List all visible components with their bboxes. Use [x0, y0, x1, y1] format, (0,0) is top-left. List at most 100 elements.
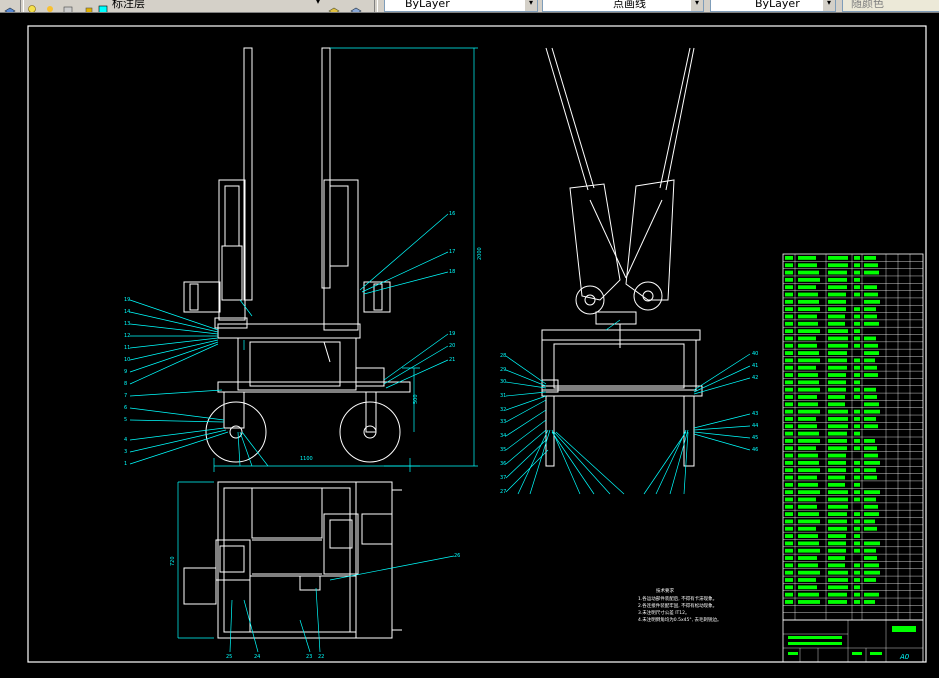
parts-list-cell-text [785, 343, 793, 348]
parts-list-cell-text [854, 358, 860, 363]
parts-list-cell-text [785, 336, 793, 341]
parts-list-cell-text [798, 563, 818, 568]
svg-text:8: 8 [124, 381, 127, 387]
lightbulb-icon[interactable] [26, 0, 38, 12]
parts-list-cell-text [854, 468, 860, 473]
parts-list-cell-text [854, 285, 860, 290]
parts-list-cell-text [785, 504, 793, 509]
parts-list-cell-text [854, 541, 860, 546]
svg-text:4: 4 [124, 437, 127, 443]
parts-list-cell-text [798, 321, 818, 326]
parts-list-cell-text [828, 285, 847, 290]
lineweight-control-dropdown[interactable]: ByLayer ▾ [710, 0, 836, 12]
svg-text:40: 40 [752, 351, 758, 357]
parts-list-cell-text [854, 321, 860, 326]
svg-text:10: 10 [124, 357, 130, 363]
parts-list-cell-text [828, 270, 847, 275]
parts-list-cell-text [864, 358, 875, 363]
parts-list-cell-text [854, 475, 860, 480]
parts-list-cell-text [798, 431, 819, 436]
parts-list-cell-text [828, 351, 847, 355]
parts-list-cell-text [864, 256, 876, 260]
svg-text:20: 20 [449, 343, 455, 349]
parts-list-cell-text [854, 548, 860, 553]
parts-list-cell-text [798, 299, 819, 304]
sun-icon[interactable] [44, 0, 56, 12]
title-block: A0 [782, 619, 924, 663]
padlock-icon[interactable] [83, 0, 95, 12]
technical-note-2: 2.各连接件装配牢固, 不得有松动现象。 [638, 602, 717, 609]
parts-list-cell-text [798, 277, 820, 282]
parts-list-cell-text [785, 351, 793, 355]
parts-list-cell-text [785, 519, 793, 524]
parts-list-cell-text [798, 519, 820, 524]
linetype-control-dropdown[interactable]: 点画线 ▾ [542, 0, 704, 12]
svg-text:19: 19 [449, 331, 455, 337]
parts-list-cell-text [854, 526, 860, 531]
parts-list-cell-text [828, 578, 848, 582]
parts-list-cell-text [854, 314, 860, 319]
layer-name-label[interactable]: 标注层 [112, 0, 145, 10]
parts-list-cell-text [828, 299, 846, 304]
parts-list-cell-text [854, 395, 860, 399]
chevron-down-icon[interactable]: ▾ [525, 0, 537, 11]
parts-list-cell-text [828, 380, 846, 385]
parts-list-cell-text [864, 512, 879, 517]
parts-list-cell-text [854, 270, 860, 275]
parts-list-cell-text [864, 351, 879, 355]
svg-text:35: 35 [500, 447, 506, 453]
layer-lock-icon[interactable] [62, 0, 74, 12]
parts-list-cell-text [785, 556, 793, 560]
parts-list-cell-text [828, 373, 846, 377]
parts-list-cell-text [854, 512, 860, 517]
parts-list-cell-text [854, 490, 860, 495]
parts-list-cell-text [854, 417, 860, 421]
model-space-background [0, 13, 939, 674]
svg-text:21: 21 [449, 357, 455, 363]
svg-text:33: 33 [500, 419, 506, 425]
parts-list-cell-text [785, 380, 793, 385]
svg-text:43: 43 [752, 411, 758, 417]
svg-text:27: 27 [500, 489, 506, 495]
layer-dropdown[interactable]: ▾ [108, 0, 324, 10]
parts-list-cell-text [798, 373, 818, 377]
make-current-layer-icon[interactable] [328, 0, 340, 12]
parts-list-cell-text [785, 307, 793, 312]
parts-list-cell-text [798, 409, 820, 414]
parts-list-cell-text [828, 519, 847, 524]
parts-list-cell-text [798, 548, 820, 553]
parts-list-cell-text [828, 395, 845, 399]
parts-list-cell-text [828, 556, 845, 560]
parts-list-cell-text [798, 395, 817, 399]
parts-list-cell-text [828, 497, 848, 502]
layer-manager-icon[interactable] [4, 0, 16, 12]
parts-list-cell-text [854, 380, 860, 385]
layer-previous-icon[interactable] [350, 0, 362, 12]
parts-list-cell-text [864, 417, 876, 421]
chevron-down-icon[interactable]: ▾ [691, 0, 703, 11]
parts-list-cell-text [854, 387, 860, 392]
parts-list-cell-text [828, 292, 846, 297]
parts-list-cell-text [785, 578, 793, 582]
parts-list-cell-text [828, 453, 846, 458]
parts-list-cell-text [864, 504, 878, 509]
technical-note-1: 1.各运动部件装配后, 不得有卡滞现象。 [638, 595, 717, 602]
parts-list-cell-text [828, 548, 846, 553]
parts-list-cell-text [828, 358, 847, 363]
chevron-down-icon[interactable]: ▾ [823, 0, 835, 11]
parts-list-cell-text [854, 460, 860, 465]
color-control-dropdown[interactable]: ByLayer ▾ [384, 0, 538, 12]
parts-list-cell-text [864, 373, 878, 377]
chevron-down-icon[interactable]: ▾ [315, 0, 320, 6]
parts-list-cell-text [828, 563, 845, 568]
plotstyle-control-dropdown: 随颜色 [842, 0, 939, 12]
parts-list-cell-text [864, 468, 876, 473]
svg-text:11: 11 [124, 345, 130, 351]
parts-list-cell-text [828, 314, 845, 319]
parts-list-cell-text [828, 343, 848, 348]
parts-list-cell-text [785, 497, 793, 502]
side-view-dimensions [505, 319, 751, 495]
parts-list-cell-text [785, 365, 793, 370]
parts-list-cell-text [864, 526, 877, 531]
